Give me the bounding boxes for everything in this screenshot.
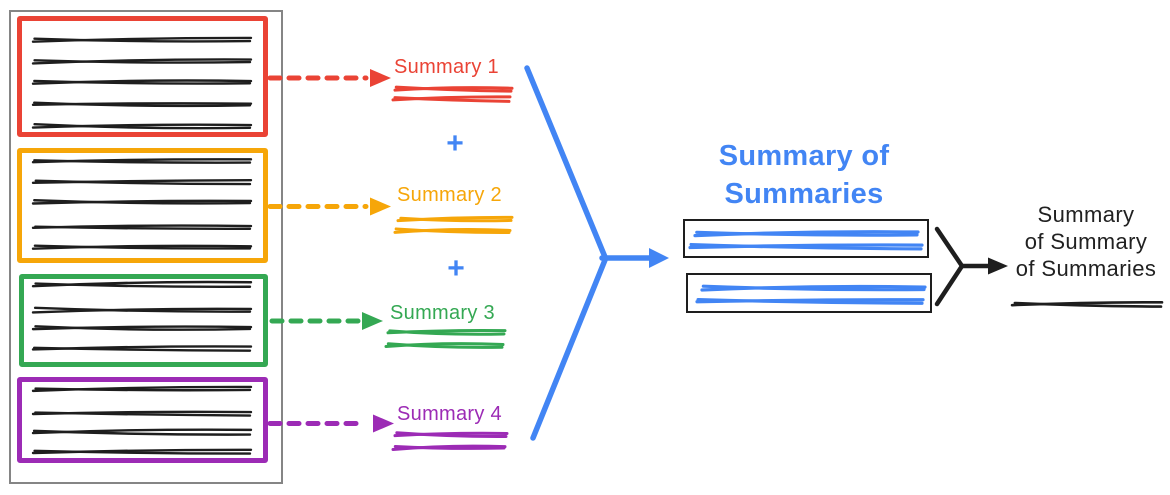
summary-2-arrow [267, 197, 391, 216]
summary-2-label: Summary 2 [397, 184, 502, 206]
sos-line-2-box [686, 273, 932, 313]
summary-1-arrow [267, 69, 391, 87]
plus-sign-1: + [446, 127, 464, 160]
summary-3-scribble [384, 328, 507, 349]
summary-1-label: Summary 1 [394, 56, 499, 78]
section-1-box [17, 16, 268, 137]
final-summary-line-2: of Summary [1024, 229, 1148, 254]
summary-4-arrow [267, 414, 394, 433]
final-summary-line-3: of Summaries [1015, 256, 1157, 281]
section-4-box [17, 377, 268, 463]
section-2-box [17, 148, 268, 263]
summary-4-scribble [391, 431, 509, 452]
section-3-box [19, 274, 268, 367]
summary-3-arrow [269, 312, 383, 330]
final-summary-line-1: Summary [1037, 202, 1135, 227]
summary-1-scribble [391, 85, 514, 103]
final-summary-scribble [1010, 301, 1164, 308]
summary-of-summaries-title: Summary of Summaries [718, 140, 890, 210]
summary-3-label: Summary 3 [390, 302, 495, 324]
sos-line-1-box [683, 219, 929, 258]
plus-sign-2: + [447, 252, 465, 285]
final-summary-label: Summary of Summary of Summaries [1000, 201, 1170, 282]
summary-4-label: Summary 4 [397, 403, 502, 425]
merge-arrow-blue [524, 65, 669, 441]
merge-arrow-black [934, 226, 1008, 307]
summary-2-scribble [393, 215, 514, 235]
